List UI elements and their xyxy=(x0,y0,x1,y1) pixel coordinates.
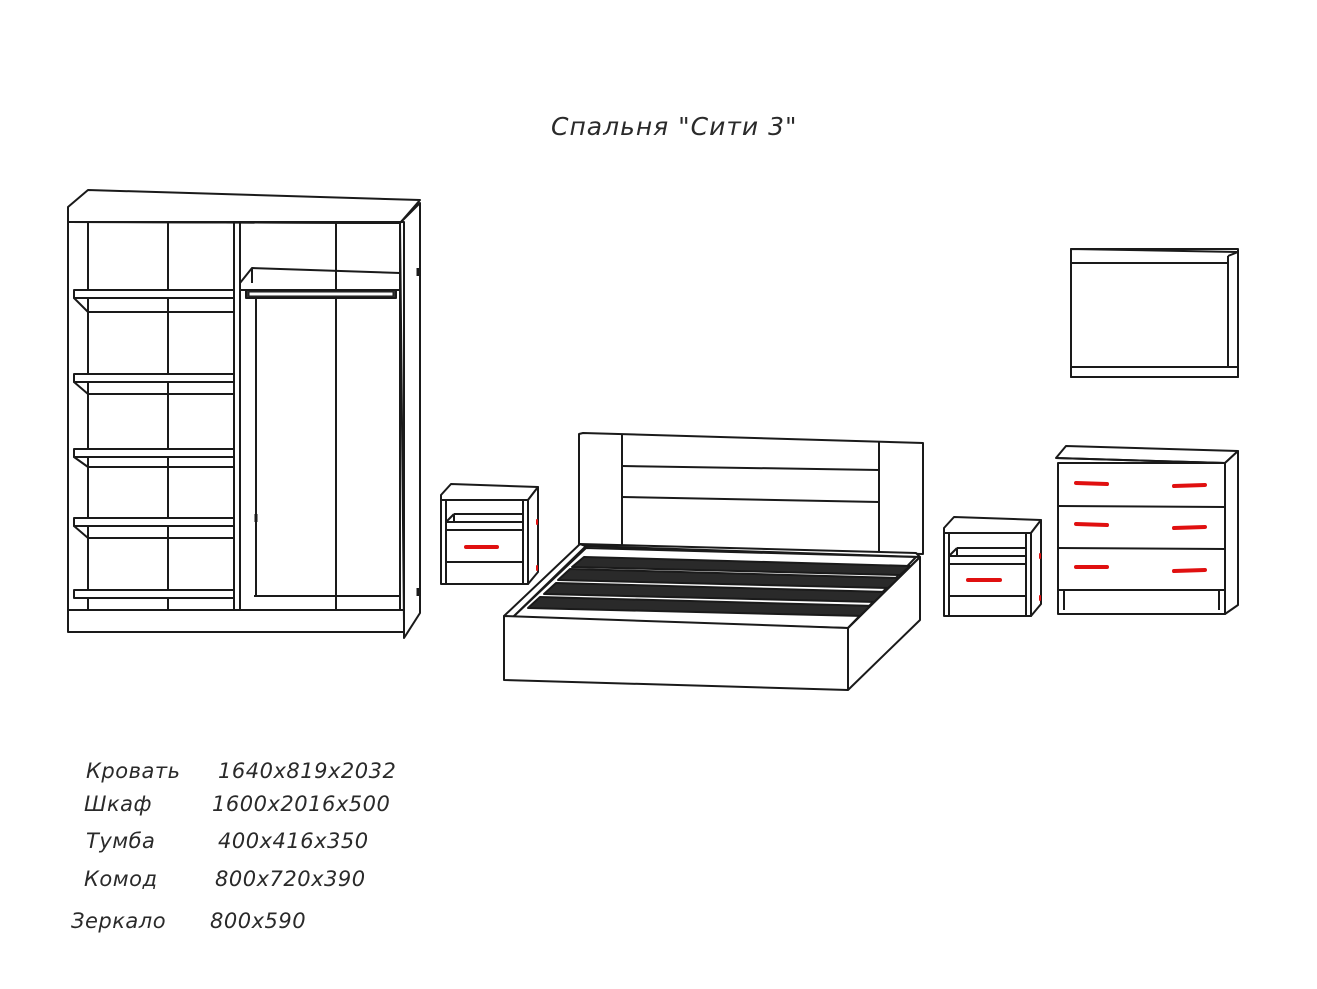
nightstand-left-drawing xyxy=(440,483,539,585)
chest-of-drawers-drawing xyxy=(1055,445,1239,615)
drawing-title: Спальня "Сити 3" xyxy=(551,112,798,141)
spec-dims-mirror: 800х590 xyxy=(210,909,307,933)
spec-dims-wardrobe: 1600х2016х500 xyxy=(212,792,391,816)
spec-name-mirror: Зеркало xyxy=(71,909,167,933)
drawer-handles xyxy=(464,481,1207,601)
chest-handle-1l xyxy=(1074,481,1109,486)
nightstand-right-drawing xyxy=(943,516,1042,617)
spec-dims-nightstand: 400х416х350 xyxy=(218,829,369,853)
spec-name-chest: Комод xyxy=(84,867,158,891)
chest-handle-3r xyxy=(1172,568,1207,573)
spec-name-nightstand: Тумба xyxy=(86,829,156,853)
mirror-drawing xyxy=(1070,248,1239,378)
spec-name-wardrobe: Шкаф xyxy=(84,792,152,816)
spec-dims-chest: 800х720х390 xyxy=(215,867,366,891)
chest-handle-2r xyxy=(1172,525,1207,530)
chest-handle-2l xyxy=(1074,522,1109,527)
wardrobe-drawing xyxy=(67,189,421,639)
chest-handle-1r xyxy=(1172,483,1207,488)
bed-drawing xyxy=(503,432,924,691)
spec-dims-bed: 1640х819х2032 xyxy=(218,759,397,783)
spec-name-bed: Кровать xyxy=(86,759,181,783)
